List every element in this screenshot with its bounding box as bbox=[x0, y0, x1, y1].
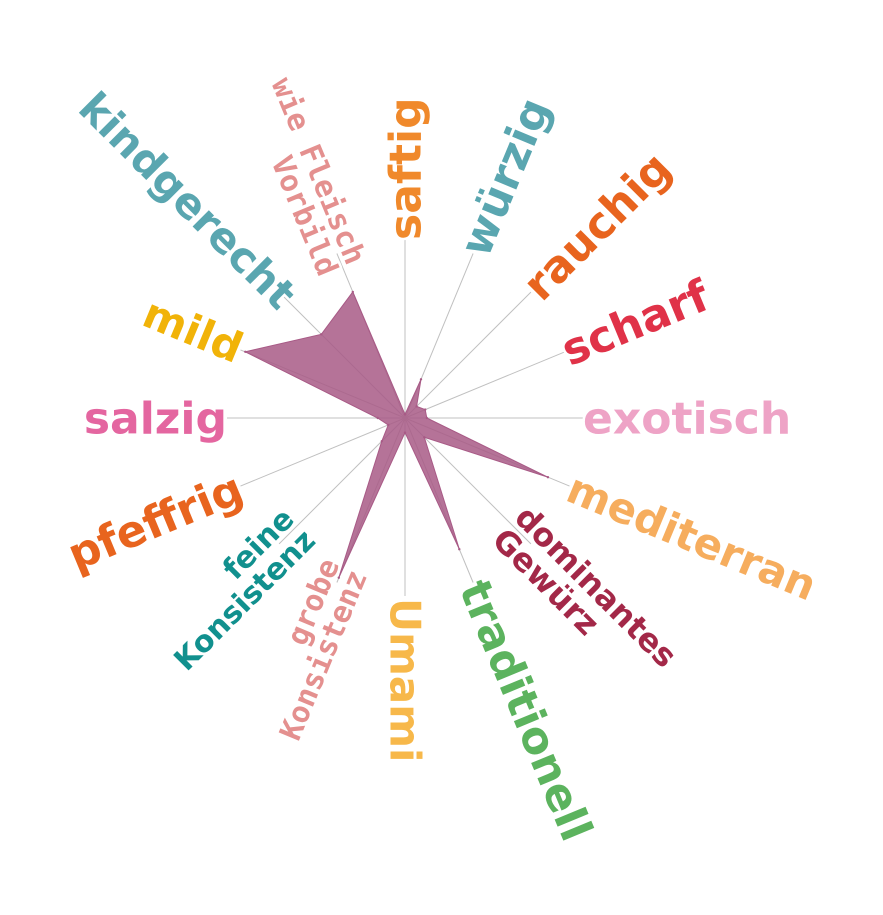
axis-label-line: rauchig bbox=[514, 143, 682, 311]
axis-line bbox=[240, 417, 406, 487]
axis-label-line: scharf bbox=[554, 270, 717, 376]
axis-label: Umami bbox=[380, 598, 429, 762]
data-point bbox=[458, 548, 461, 551]
data-point bbox=[546, 476, 550, 479]
axis-label-line: saftig bbox=[380, 97, 431, 240]
axis-label-line: mild bbox=[136, 288, 250, 373]
data-point bbox=[337, 576, 340, 579]
axis-label-line: Umami bbox=[380, 598, 429, 762]
axis-label: würzig bbox=[450, 91, 561, 264]
data-point bbox=[244, 350, 247, 353]
data-point bbox=[403, 413, 407, 416]
data-point bbox=[424, 408, 427, 411]
axis-label-line: exotisch bbox=[583, 393, 791, 444]
axis-label: saftig bbox=[380, 97, 431, 240]
axis-label-line: würzig bbox=[450, 91, 561, 264]
axis-label: salzig bbox=[84, 393, 227, 444]
axis-label-line: salzig bbox=[84, 393, 227, 444]
axis-label: exotisch bbox=[583, 393, 791, 444]
axis-line bbox=[404, 417, 532, 545]
axis-line bbox=[404, 349, 570, 419]
axis-line bbox=[404, 291, 532, 419]
data-point bbox=[423, 436, 426, 439]
axis-label: scharf bbox=[554, 270, 717, 376]
axis-label: rauchig bbox=[514, 143, 682, 311]
axis-label: kindgerecht bbox=[69, 83, 305, 319]
data-point bbox=[425, 416, 428, 420]
data-point bbox=[320, 333, 323, 336]
data-point bbox=[387, 423, 390, 427]
data-point bbox=[380, 440, 383, 443]
data-polygon-layer bbox=[243, 290, 550, 579]
data-point bbox=[415, 405, 418, 408]
data-point bbox=[351, 290, 354, 294]
axis-label-line: kindgerecht bbox=[69, 83, 305, 319]
axis-label: mild bbox=[136, 288, 250, 373]
data-point bbox=[376, 416, 379, 420]
data-point bbox=[419, 378, 423, 381]
data-point bbox=[403, 431, 407, 434]
